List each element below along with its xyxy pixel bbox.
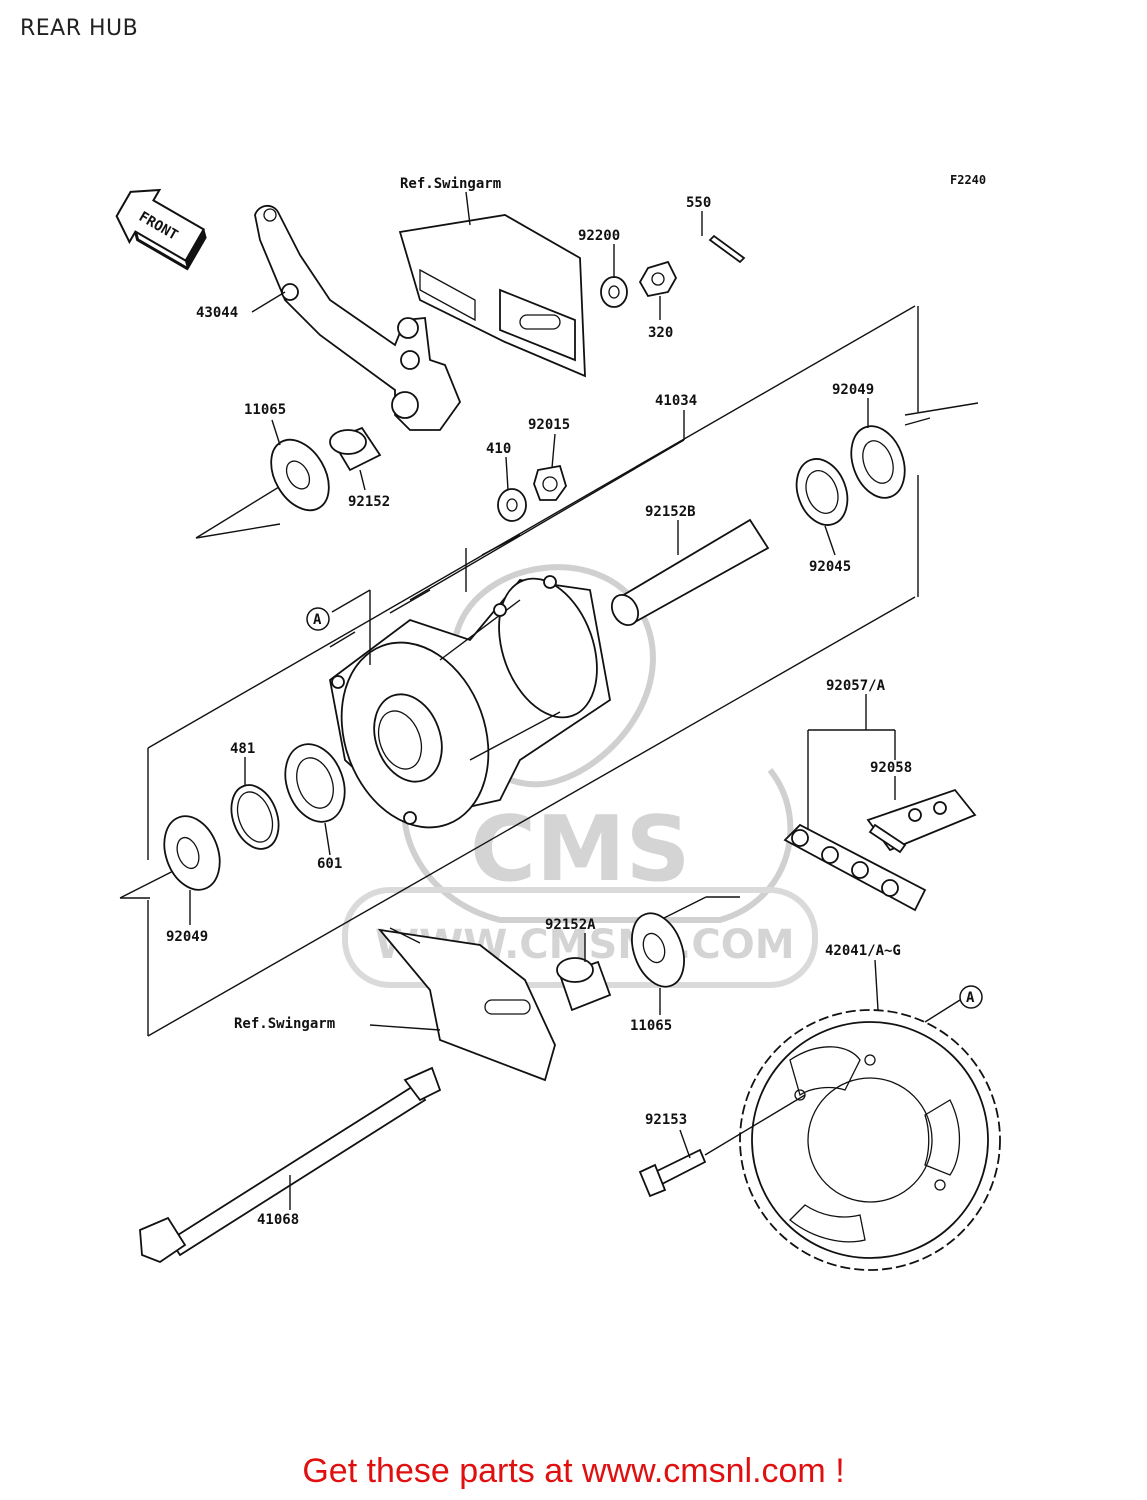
- label-92152a: 92152A: [545, 917, 596, 933]
- label-11065-top: 11065: [244, 402, 286, 418]
- part-11065-bottom-collar: [631, 912, 685, 988]
- label-92057a: 92057/A: [826, 678, 886, 694]
- page-title: REAR HUB: [20, 16, 139, 41]
- part-92153-bolt: [638, 1148, 707, 1198]
- part-550-cotter-pin: [708, 234, 746, 264]
- label-92049-bottom: 92049: [166, 929, 208, 945]
- part-601-bearing: [284, 743, 346, 823]
- part-92152a-spacer: [556, 957, 612, 1012]
- label-41068: 41068: [257, 1212, 299, 1228]
- label-601: 601: [317, 856, 342, 872]
- part-92015-nut: [533, 464, 567, 501]
- leader-lines: [189, 211, 961, 1210]
- swingarm-bottom: [377, 927, 556, 1082]
- part-92058-master-link: [866, 788, 977, 854]
- label-41034: 41034: [655, 393, 697, 409]
- promo-footer: Get these parts at www.cmsnl.com !: [302, 1452, 845, 1490]
- swingarm-top: [398, 191, 586, 378]
- label-550: 550: [686, 195, 711, 211]
- label-92152: 92152: [348, 494, 390, 510]
- part-11065-top-collar: [270, 438, 330, 512]
- circle-mark-a-right: A: [959, 985, 983, 1009]
- part-92200-washer: [600, 276, 628, 308]
- label-42041: 42041/A~G: [825, 943, 901, 959]
- part-410-washer: [497, 488, 527, 522]
- figure-code: F2240: [950, 173, 986, 187]
- label-92200: 92200: [578, 228, 620, 244]
- label-11065-bottom: 11065: [630, 1018, 672, 1034]
- part-92152-spacer: [329, 426, 382, 472]
- label-410: 410: [486, 441, 511, 457]
- label-481: 481: [230, 741, 255, 757]
- part-320-nut: [638, 260, 678, 298]
- label-92152b: 92152B: [645, 504, 696, 520]
- part-92045-bearing: [795, 458, 849, 526]
- label-320: 320: [648, 325, 673, 341]
- circle-mark-a-left: A: [306, 607, 330, 631]
- svg-text:A: A: [966, 990, 975, 1006]
- part-92057a-chain: [783, 823, 927, 912]
- part-92049-bottom-seal: [163, 815, 221, 891]
- label-92015: 92015: [528, 417, 570, 433]
- ref-swingarm-bottom: Ref.Swingarm: [234, 1016, 335, 1032]
- part-481-circlip: [230, 784, 280, 850]
- svg-text:A: A: [313, 612, 322, 628]
- part-92049-top-seal: [850, 425, 906, 499]
- watermark-brand: CMS: [470, 797, 690, 902]
- part-41068-axle: [139, 1066, 442, 1264]
- label-92045: 92045: [809, 559, 851, 575]
- brake-arm: [254, 205, 462, 431]
- label-43044: 43044: [196, 305, 238, 321]
- label-92153: 92153: [645, 1112, 687, 1128]
- label-92058: 92058: [870, 760, 912, 776]
- exploded-parts-diagram: CMS WWW.CMSNL.COM F2240 FRONT: [115, 173, 1001, 1271]
- part-92152b-spacer-tube: [610, 518, 770, 626]
- part-41034-rear-hub: [329, 575, 611, 829]
- ref-swingarm-top: Ref.Swingarm: [400, 176, 501, 192]
- front-arrow-icon: FRONT: [115, 188, 207, 271]
- label-92049-top: 92049: [832, 382, 874, 398]
- part-42041-sprocket: [739, 1009, 1001, 1271]
